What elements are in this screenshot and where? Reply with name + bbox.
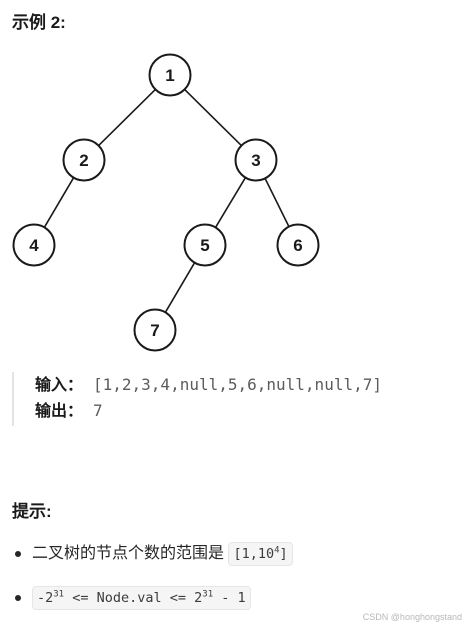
code-suffix: ] [279,546,288,562]
tree-edge-1-2 [98,88,156,147]
tree-node-circle [133,308,177,352]
tree-node-label: 3 [251,151,260,170]
tree-node-label: 1 [165,66,174,85]
tree-edge-5-7 [164,262,196,313]
code-part-c: - 1 [213,590,246,606]
code-exponent-a: 31 [53,589,65,600]
code-exponent-b: 31 [202,589,214,600]
tree-node-label: 7 [150,321,159,340]
node-count-range-code: [1,104] [228,542,293,566]
code-prefix: [1,10 [233,546,275,562]
tree-node-circle [62,138,106,182]
tree-node-5: 5 [183,223,227,267]
code-part-a: -2 [37,590,54,606]
tree-edge-2-4 [43,177,75,228]
output-line: 输出： 7 [35,398,382,424]
code-exponent: 4 [274,545,280,556]
hints-heading: 提示: [12,502,52,521]
input-label: 输入： [35,377,84,394]
hint-item-node-count: 二叉树的节点个数的范围是 [1,104] [12,542,293,566]
example-heading: 示例 2: [12,13,66,32]
tree-node-1: 1 [148,53,192,97]
bullet-dot-icon [15,551,21,557]
tree-node-label: 6 [293,236,302,255]
input-line: 输入： [1,2,3,4,null,5,6,null,null,7] [35,372,382,398]
tree-node-label: 4 [29,236,39,255]
hint-list-2: -231 <= Node.val <= 231 - 1 [12,586,251,610]
tree-node-circle [234,138,278,182]
value-range-code: -231 <= Node.val <= 231 - 1 [32,586,251,610]
binary-tree-diagram: 1 2 3 4 5 6 7 [12,53,320,352]
bullet-dot-icon [15,595,21,601]
tree-node-circle [183,223,227,267]
tree-edge-1-3 [184,88,242,147]
tree-node-label: 2 [79,151,88,170]
tree-node-label: 5 [200,236,209,255]
output-value: 7 [93,401,103,420]
input-value: [1,2,3,4,null,5,6,null,null,7] [93,375,382,394]
hint-list-1: 二叉树的节点个数的范围是 [1,104] [12,542,293,566]
hint-item-value-range: -231 <= Node.val <= 231 - 1 [12,586,251,610]
tree-edge-3-5 [214,177,247,228]
tree-node-circle [12,223,56,267]
tree-node-circle [148,53,192,97]
hint-item-text: 二叉树的节点个数的范围是 [32,545,225,562]
tree-node-2: 2 [62,138,106,182]
output-label: 输出： [35,403,84,420]
tree-node-6: 6 [276,223,320,267]
watermark: CSDN @honghongstand [362,612,462,622]
tree-node-7: 7 [133,308,177,352]
tree-node-4: 4 [12,223,56,267]
code-part-b: <= Node.val <= 2 [64,590,203,606]
tree-node-circle [276,223,320,267]
tree-edge-3-6 [264,178,290,227]
example-io-block: 输入： [1,2,3,4,null,5,6,null,null,7] 输出： 7 [12,372,382,426]
tree-node-3: 3 [234,138,278,182]
